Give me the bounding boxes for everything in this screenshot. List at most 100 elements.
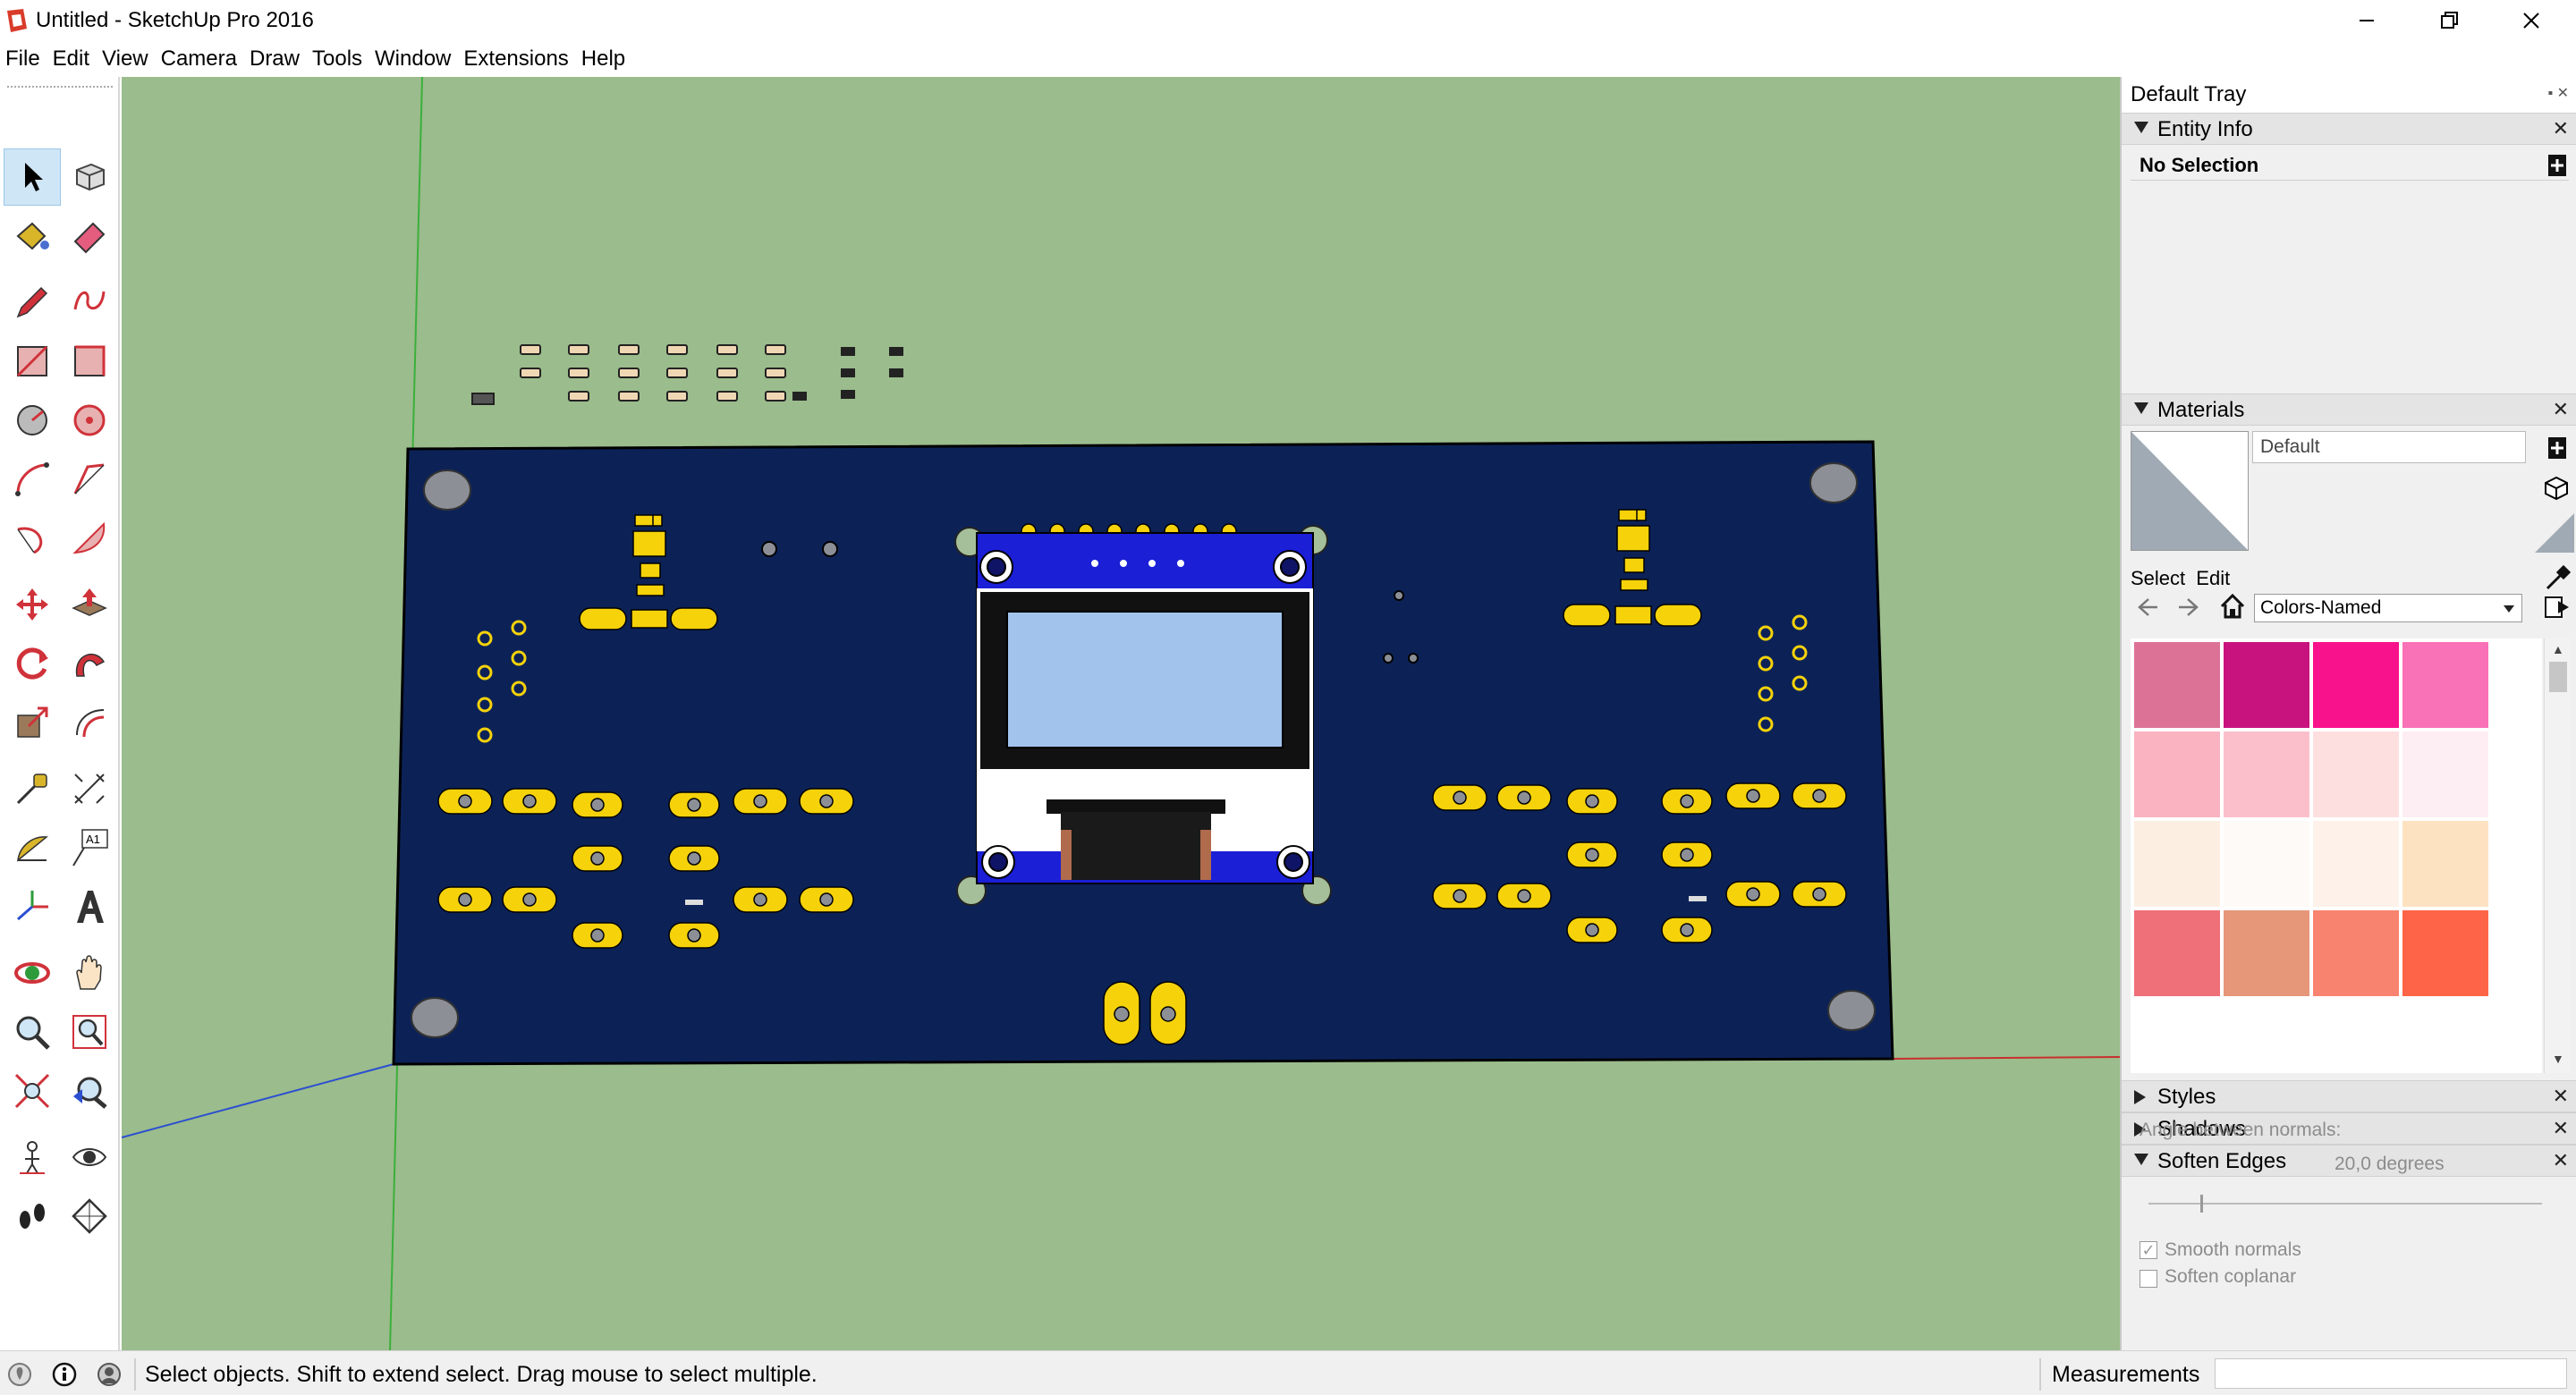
entity-info-header[interactable]: Entity Info ✕ — [2122, 113, 2576, 145]
tool-zoom-extents[interactable] — [4, 1062, 61, 1120]
material-swatch[interactable] — [2313, 642, 2399, 728]
shadows-header[interactable]: Shadows ✕ — [2122, 1112, 2576, 1145]
tool-position-camera[interactable] — [4, 1129, 61, 1186]
tab-select[interactable]: Select — [2131, 567, 2186, 589]
styles-header[interactable]: Styles ✕ — [2122, 1080, 2576, 1112]
material-swatch[interactable] — [2224, 731, 2309, 817]
material-swatch[interactable] — [2402, 821, 2488, 907]
slider-thumb[interactable] — [2200, 1195, 2203, 1213]
menu-view[interactable]: View — [102, 46, 148, 71]
tool-line[interactable] — [4, 274, 61, 331]
tool-pie[interactable] — [61, 510, 118, 567]
tool-select[interactable] — [4, 148, 61, 206]
toolbar-grip[interactable] — [7, 86, 113, 91]
scroll-down-icon[interactable]: ▼ — [2552, 1052, 2564, 1066]
tool-make-component[interactable] — [61, 148, 118, 206]
soften-coplanar-checkbox[interactable] — [2140, 1270, 2157, 1288]
tool-protractor[interactable] — [4, 819, 61, 876]
close-panel-icon[interactable]: ✕ — [2552, 1117, 2569, 1139]
measurements-input[interactable] — [2215, 1358, 2567, 1389]
close-panel-icon[interactable]: ✕ — [2552, 1149, 2569, 1171]
tool-circle[interactable] — [4, 392, 61, 449]
entity-details-toggle-icon[interactable] — [2546, 152, 2569, 179]
tab-edit[interactable]: Edit — [2196, 567, 2231, 589]
pin-icon[interactable]: ▪ ✕ — [2547, 86, 2569, 101]
restore-button[interactable] — [2408, 0, 2490, 41]
menu-draw[interactable]: Draw — [249, 46, 300, 71]
material-swatch[interactable] — [2134, 821, 2220, 907]
minimize-button[interactable] — [2326, 0, 2408, 41]
tool-axes[interactable] — [4, 878, 61, 935]
close-panel-icon[interactable]: ✕ — [2552, 117, 2569, 140]
tool-section-plane[interactable] — [61, 1188, 118, 1245]
create-material-icon[interactable] — [2546, 435, 2569, 461]
oled-module[interactable] — [954, 525, 1332, 906]
material-swatch[interactable] — [2313, 731, 2399, 817]
eyedropper-icon[interactable] — [2544, 565, 2571, 592]
scroll-up-icon[interactable]: ▲ — [2552, 642, 2564, 656]
tool-rectangle[interactable] — [4, 333, 61, 390]
tool-eraser[interactable] — [61, 207, 118, 265]
tool-look-around[interactable] — [61, 1129, 118, 1186]
material-swatch[interactable] — [2134, 910, 2220, 996]
material-swatch[interactable] — [2402, 910, 2488, 996]
material-swatch[interactable] — [2134, 731, 2220, 817]
close-panel-icon[interactable]: ✕ — [2552, 398, 2569, 420]
tool-follow-me[interactable] — [61, 635, 118, 692]
tool-pan[interactable] — [61, 944, 118, 1002]
menu-file[interactable]: File — [5, 46, 40, 71]
menu-extensions[interactable]: Extensions — [463, 46, 569, 71]
forward-arrow-icon[interactable] — [2175, 594, 2202, 621]
credits-info-icon[interactable] — [52, 1362, 77, 1387]
material-swatch[interactable] — [2134, 642, 2220, 728]
material-library-select[interactable]: Colors-Named — [2254, 594, 2522, 622]
tool-zoom[interactable] — [4, 1003, 61, 1061]
tool-push-pull[interactable] — [61, 576, 118, 633]
material-swatch[interactable] — [2313, 910, 2399, 996]
menu-window[interactable]: Window — [375, 46, 452, 71]
materials-header[interactable]: Materials ✕ — [2122, 393, 2576, 426]
tool-2-point-arc[interactable] — [61, 451, 118, 508]
soften-edges-header[interactable]: Soften Edges ✕ — [2122, 1145, 2576, 1177]
tool-text[interactable]: A1 — [61, 819, 118, 876]
material-swatch[interactable] — [2224, 910, 2309, 996]
tool-move[interactable] — [4, 576, 61, 633]
tool-polygon[interactable] — [61, 392, 118, 449]
tool-previous-view[interactable] — [61, 1062, 118, 1120]
tool-walk[interactable] — [4, 1188, 61, 1245]
tool-zoom-window[interactable] — [61, 1003, 118, 1061]
tool-3-point-arc[interactable] — [4, 510, 61, 567]
tool-3d-text[interactable] — [61, 878, 118, 935]
tool-scale[interactable] — [4, 694, 61, 751]
details-arrow-icon[interactable] — [2544, 594, 2571, 621]
angle-slider[interactable] — [2148, 1195, 2542, 1213]
back-arrow-icon[interactable] — [2134, 594, 2161, 621]
close-panel-icon[interactable]: ✕ — [2552, 1085, 2569, 1107]
tool-orbit[interactable] — [4, 944, 61, 1002]
sample-paint-icon[interactable] — [2542, 474, 2571, 501]
tool-offset[interactable] — [61, 694, 118, 751]
menu-tools[interactable]: Tools — [312, 46, 363, 71]
tool-rotated-rectangle[interactable] — [61, 333, 118, 390]
tool-tape-measure[interactable] — [4, 760, 61, 817]
home-icon[interactable] — [2218, 592, 2247, 621]
material-swatch[interactable] — [2224, 642, 2309, 728]
menu-help[interactable]: Help — [580, 46, 626, 71]
material-swatch[interactable] — [2402, 642, 2488, 728]
tool-paint-bucket[interactable] — [4, 207, 61, 265]
material-swatch[interactable] — [2313, 821, 2399, 907]
material-name-field[interactable]: Default — [2252, 431, 2526, 463]
menu-edit[interactable]: Edit — [52, 46, 90, 71]
smooth-normals-checkbox[interactable]: ✓ — [2140, 1241, 2157, 1259]
user-account-icon[interactable] — [97, 1362, 122, 1387]
tool-rotate[interactable] — [4, 635, 61, 692]
menu-camera[interactable]: Camera — [160, 46, 237, 71]
material-swatch[interactable] — [2224, 821, 2309, 907]
geo-location-icon[interactable] — [7, 1362, 32, 1387]
tool-arc[interactable] — [4, 451, 61, 508]
tool-freehand[interactable] — [61, 274, 118, 331]
swatch-scrollbar[interactable]: ▲ ▼ — [2544, 638, 2571, 1073]
material-swatch[interactable] — [2402, 731, 2488, 817]
scroll-thumb[interactable] — [2549, 662, 2567, 692]
close-button[interactable] — [2490, 0, 2572, 41]
